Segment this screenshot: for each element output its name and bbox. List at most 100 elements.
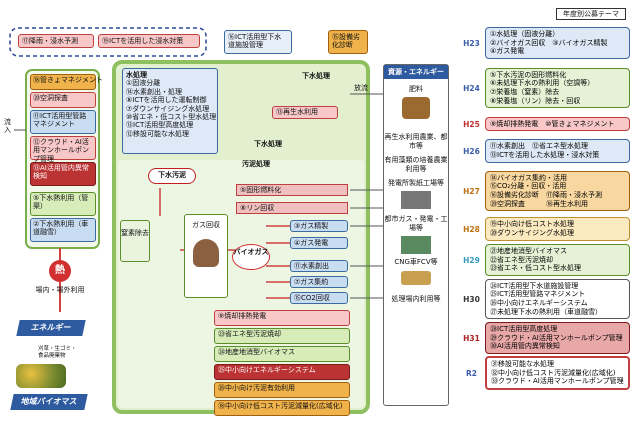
- legend-row: H26 ⑪水素創出 ⑫省エネ型水処理 ⑬ICTを活用した水処理・浸水対策: [458, 137, 630, 165]
- facility-diagnosis-label: ⑮設備劣化診断: [328, 30, 368, 54]
- sludge-bottom-item: ㉖中小向け汚泥有効利用: [214, 382, 350, 398]
- legend-themes: ①水処理（固液分離） ②バイオガス回収 ③バイオガス精製 ④ガス発電: [485, 27, 630, 59]
- legend-year: H27: [463, 186, 480, 196]
- legend-theme: ㉙クラウド・AI活用マンホールポンプ管理: [490, 333, 623, 342]
- legend-row: H28 ⑲中小向け低コスト水処理 ⑳ダウンサイジング水処理: [458, 217, 630, 241]
- legend-year: H26: [463, 146, 480, 156]
- legend-year: H31: [463, 333, 480, 343]
- left-item: ②下水熱利用（車道融雪）: [30, 218, 96, 242]
- vehicle-image-icon: [401, 270, 431, 285]
- legend-themes: ⑤下水汚泥の固形燃料化 ⑥未処理下水の熱利用（空調等） ⑦栄養塩（窒素）除去 ⑧…: [485, 67, 630, 109]
- gas-item: ③ガス精製: [290, 220, 348, 232]
- legend-themes: ⑲中小向け低コスト水処理 ⑳ダウンサイジング水処理: [485, 217, 630, 241]
- sludge-bottom-list: ⑨焼却排熱発電 ㉓省エネ型汚泥焼却 ㉔地産地消型バイオマス ㉕中小向けエネルギー…: [214, 310, 350, 416]
- left-panel: ⑱管きょマネジメント ⑳空洞探査 ⑪ICT活用型管路マネジメント ⑫クラウド・A…: [30, 74, 103, 242]
- legend-theme: ⑦栄養塩（窒素）除去: [490, 88, 560, 96]
- digester-tank-icon: [193, 239, 219, 268]
- legend-theme: ⑨焼却排熱発電 ⑩管きょマネジメント: [490, 119, 615, 128]
- resource-item: 都市ガス・発電・工場等: [384, 215, 448, 232]
- legend-theme: ㉕ICT活用型管路マネジメント: [490, 290, 586, 299]
- legend-theme: ⑯設備劣化診断 ⑰降雨・浸水予測: [490, 191, 602, 199]
- gas-item: ⑪水素創出: [290, 260, 348, 272]
- gas-plant-image-icon: [401, 236, 431, 255]
- legend-theme: ㉔ICT活用型下水道施設管理: [490, 281, 579, 290]
- gas-item: ⑦ガス集約: [290, 276, 348, 288]
- legend-row: H31 ㉘ICT活用型高度処理 ㉙クラウド・AI活用マンホールポンプ管理 ㉚AI…: [458, 322, 630, 354]
- sludge-bottom-item: ⑨焼却排熱発電: [214, 310, 350, 326]
- legend-theme: ②バイオガス回収 ③バイオガス精製: [490, 38, 608, 47]
- resource-item: 再生水利用農業、都市等: [384, 133, 448, 150]
- legend-themes: ㉛移設可能な水処理 ㉜中小向け低コスト汚泥減量化(広域化) ㉝クラウド・AI活用…: [485, 356, 630, 390]
- left-item: ⑱管きょマネジメント: [30, 74, 103, 90]
- legend-theme: ⑳空洞探査 ⑱再生水利用: [490, 199, 588, 208]
- legend-themes: ⑨焼却排熱発電 ⑩管きょマネジメント: [485, 116, 630, 132]
- legend-row: H25 ⑨焼却排熱発電 ⑩管きょマネジメント: [458, 114, 630, 134]
- legend-theme: ㉖中小向けエネルギーシステム: [490, 299, 588, 307]
- legend-theme: ⑧栄養塩（リン）除去・回収: [490, 96, 581, 105]
- sludge-bottom-item: ㉔地産地消型バイオマス: [214, 346, 350, 362]
- gas-item: ④ガス発電: [290, 237, 348, 249]
- legend-themes: ⑪水素創出 ⑫省エネ型水処理 ⑬ICTを活用した水処理・浸水対策: [485, 139, 630, 163]
- legend-theme: ㉛移設可能な水処理: [491, 360, 554, 369]
- legend-theme: ⑥未処理下水の熱利用（空調等）: [490, 79, 595, 88]
- legend-row: H29 ㉑地産地消型バイオマス ㉒省エネ型汚泥焼却 ㉓省エネ・低コスト型水処理: [458, 244, 630, 276]
- water-item: ⑬ICT活用型高度処理: [126, 121, 194, 130]
- biomass-label: 地域バイオマス: [20, 397, 79, 406]
- left-item: ⑫クラウド・AI活用マンホールポンプ管理: [30, 136, 96, 163]
- legend-theme: ⑲中小向け低コスト水処理: [490, 220, 574, 229]
- left-item: ⑪ICT活用型管路マネジメント: [30, 110, 96, 134]
- legend-year: H23: [463, 38, 480, 48]
- heat-badge: 熱: [49, 260, 71, 282]
- discharge-label: 放流: [354, 84, 368, 92]
- legend-theme: ⑳ダウンサイジング水処理: [490, 229, 574, 237]
- legend-theme: ㉚AI活用管内異常検知: [490, 342, 560, 351]
- legend-year: H29: [463, 255, 480, 265]
- legend-year: H25: [463, 119, 480, 129]
- legend-table: H23 ①水処理（固液分離） ②バイオガス回収 ③バイオガス精製 ④ガス発電 H…: [458, 24, 630, 390]
- sludge-section-label: 汚泥処理: [242, 160, 270, 168]
- gas-recovery-box: ガス回収: [184, 214, 228, 298]
- resource-item: 肥料: [409, 85, 423, 93]
- water-item: ①固液分離: [126, 79, 161, 88]
- heat-use-label: 場内・場外利用: [35, 286, 85, 294]
- legend-year: H28: [463, 224, 480, 234]
- factory-image-icon: [401, 191, 431, 210]
- food-waste-label: 刈草・生ゴミ・食品廃棄物: [38, 346, 77, 359]
- legend-theme: ⑬ICTを活用した水処理・浸水対策: [490, 151, 600, 159]
- reclaimed-water-label: ⑬再生水利用: [272, 106, 338, 119]
- legend-theme: ㉓省エネ・低コスト型水処理: [490, 264, 581, 273]
- legend-theme: ⑭バイオガス集約・活用: [490, 173, 567, 182]
- sewage-sludge-label: 下水汚泥: [148, 168, 196, 184]
- sludge-bottom-item: ㉕中小向けエネルギーシステム: [214, 364, 350, 380]
- legend-theme: ㉘ICT活用型高度処理: [490, 325, 558, 334]
- legend-theme: ㉜中小向け低コスト汚泥減量化(広域化): [491, 368, 616, 377]
- water-item: ⑧ICTを活用した運転制御: [126, 96, 207, 105]
- legend-year: R2: [466, 368, 477, 378]
- left-item: ⑤下水熱利用（管渠）: [30, 192, 96, 216]
- sludge-bottom-item: ㉓省エネ型汚泥焼却: [214, 328, 350, 344]
- legend-themes: ㉑地産地消型バイオマス ㉒省エネ型汚泥焼却 ㉓省エネ・低コスト型水処理: [485, 244, 630, 276]
- energy-label: エネルギー: [30, 323, 73, 332]
- legend-theme: ④ガス発電: [490, 47, 525, 56]
- legend-row: R2 ㉛移設可能な水処理 ㉜中小向け低コスト汚泥減量化(広域化) ㉝クラウド・A…: [458, 356, 630, 390]
- sewage-section-label: 下水処理: [254, 140, 282, 148]
- resource-item: 発電所製紙工場等: [388, 179, 444, 188]
- ict-flood-countermeasure-label: ⑲ICTを活用した浸水対策: [98, 34, 200, 48]
- sludge-bottom-item: ⑱中小向け低コスト汚泥減量化(広域化): [214, 400, 350, 416]
- resource-item: 処理場内利用等: [391, 294, 441, 303]
- left-item: ⑳空洞探査: [30, 92, 96, 108]
- fertilizer-image-icon: [402, 97, 430, 120]
- inflow-label: 流入: [4, 118, 11, 135]
- legend-theme: ⑮CO₂分離・回収・活用: [490, 182, 567, 191]
- resources-title: 資源・エネルギー: [384, 65, 448, 79]
- sludge-flow-item: ⑤固形燃料化: [236, 184, 348, 196]
- ict-facility-management-label: ⑯ICT活用型下水道施設管理: [224, 30, 292, 54]
- biomass-image-icon: [16, 364, 66, 388]
- resources-column: 資源・エネルギー 肥料 再生水利用農業、都市等 有用藻類の培養農業利用等 発電所…: [383, 64, 449, 406]
- energy-banner: エネルギー: [16, 320, 86, 336]
- legend-theme: ⑤下水汚泥の固形燃料化: [490, 70, 567, 79]
- resource-item: 有用藻類の培養農業利用等: [384, 156, 448, 173]
- sludge-flow-item: ⑧リン回収: [236, 202, 348, 214]
- legend-theme: ㉝クラウド・AI活用マンホールポンプ管理: [491, 377, 624, 386]
- legend-theme: ㉒省エネ型汚泥焼却: [490, 255, 553, 264]
